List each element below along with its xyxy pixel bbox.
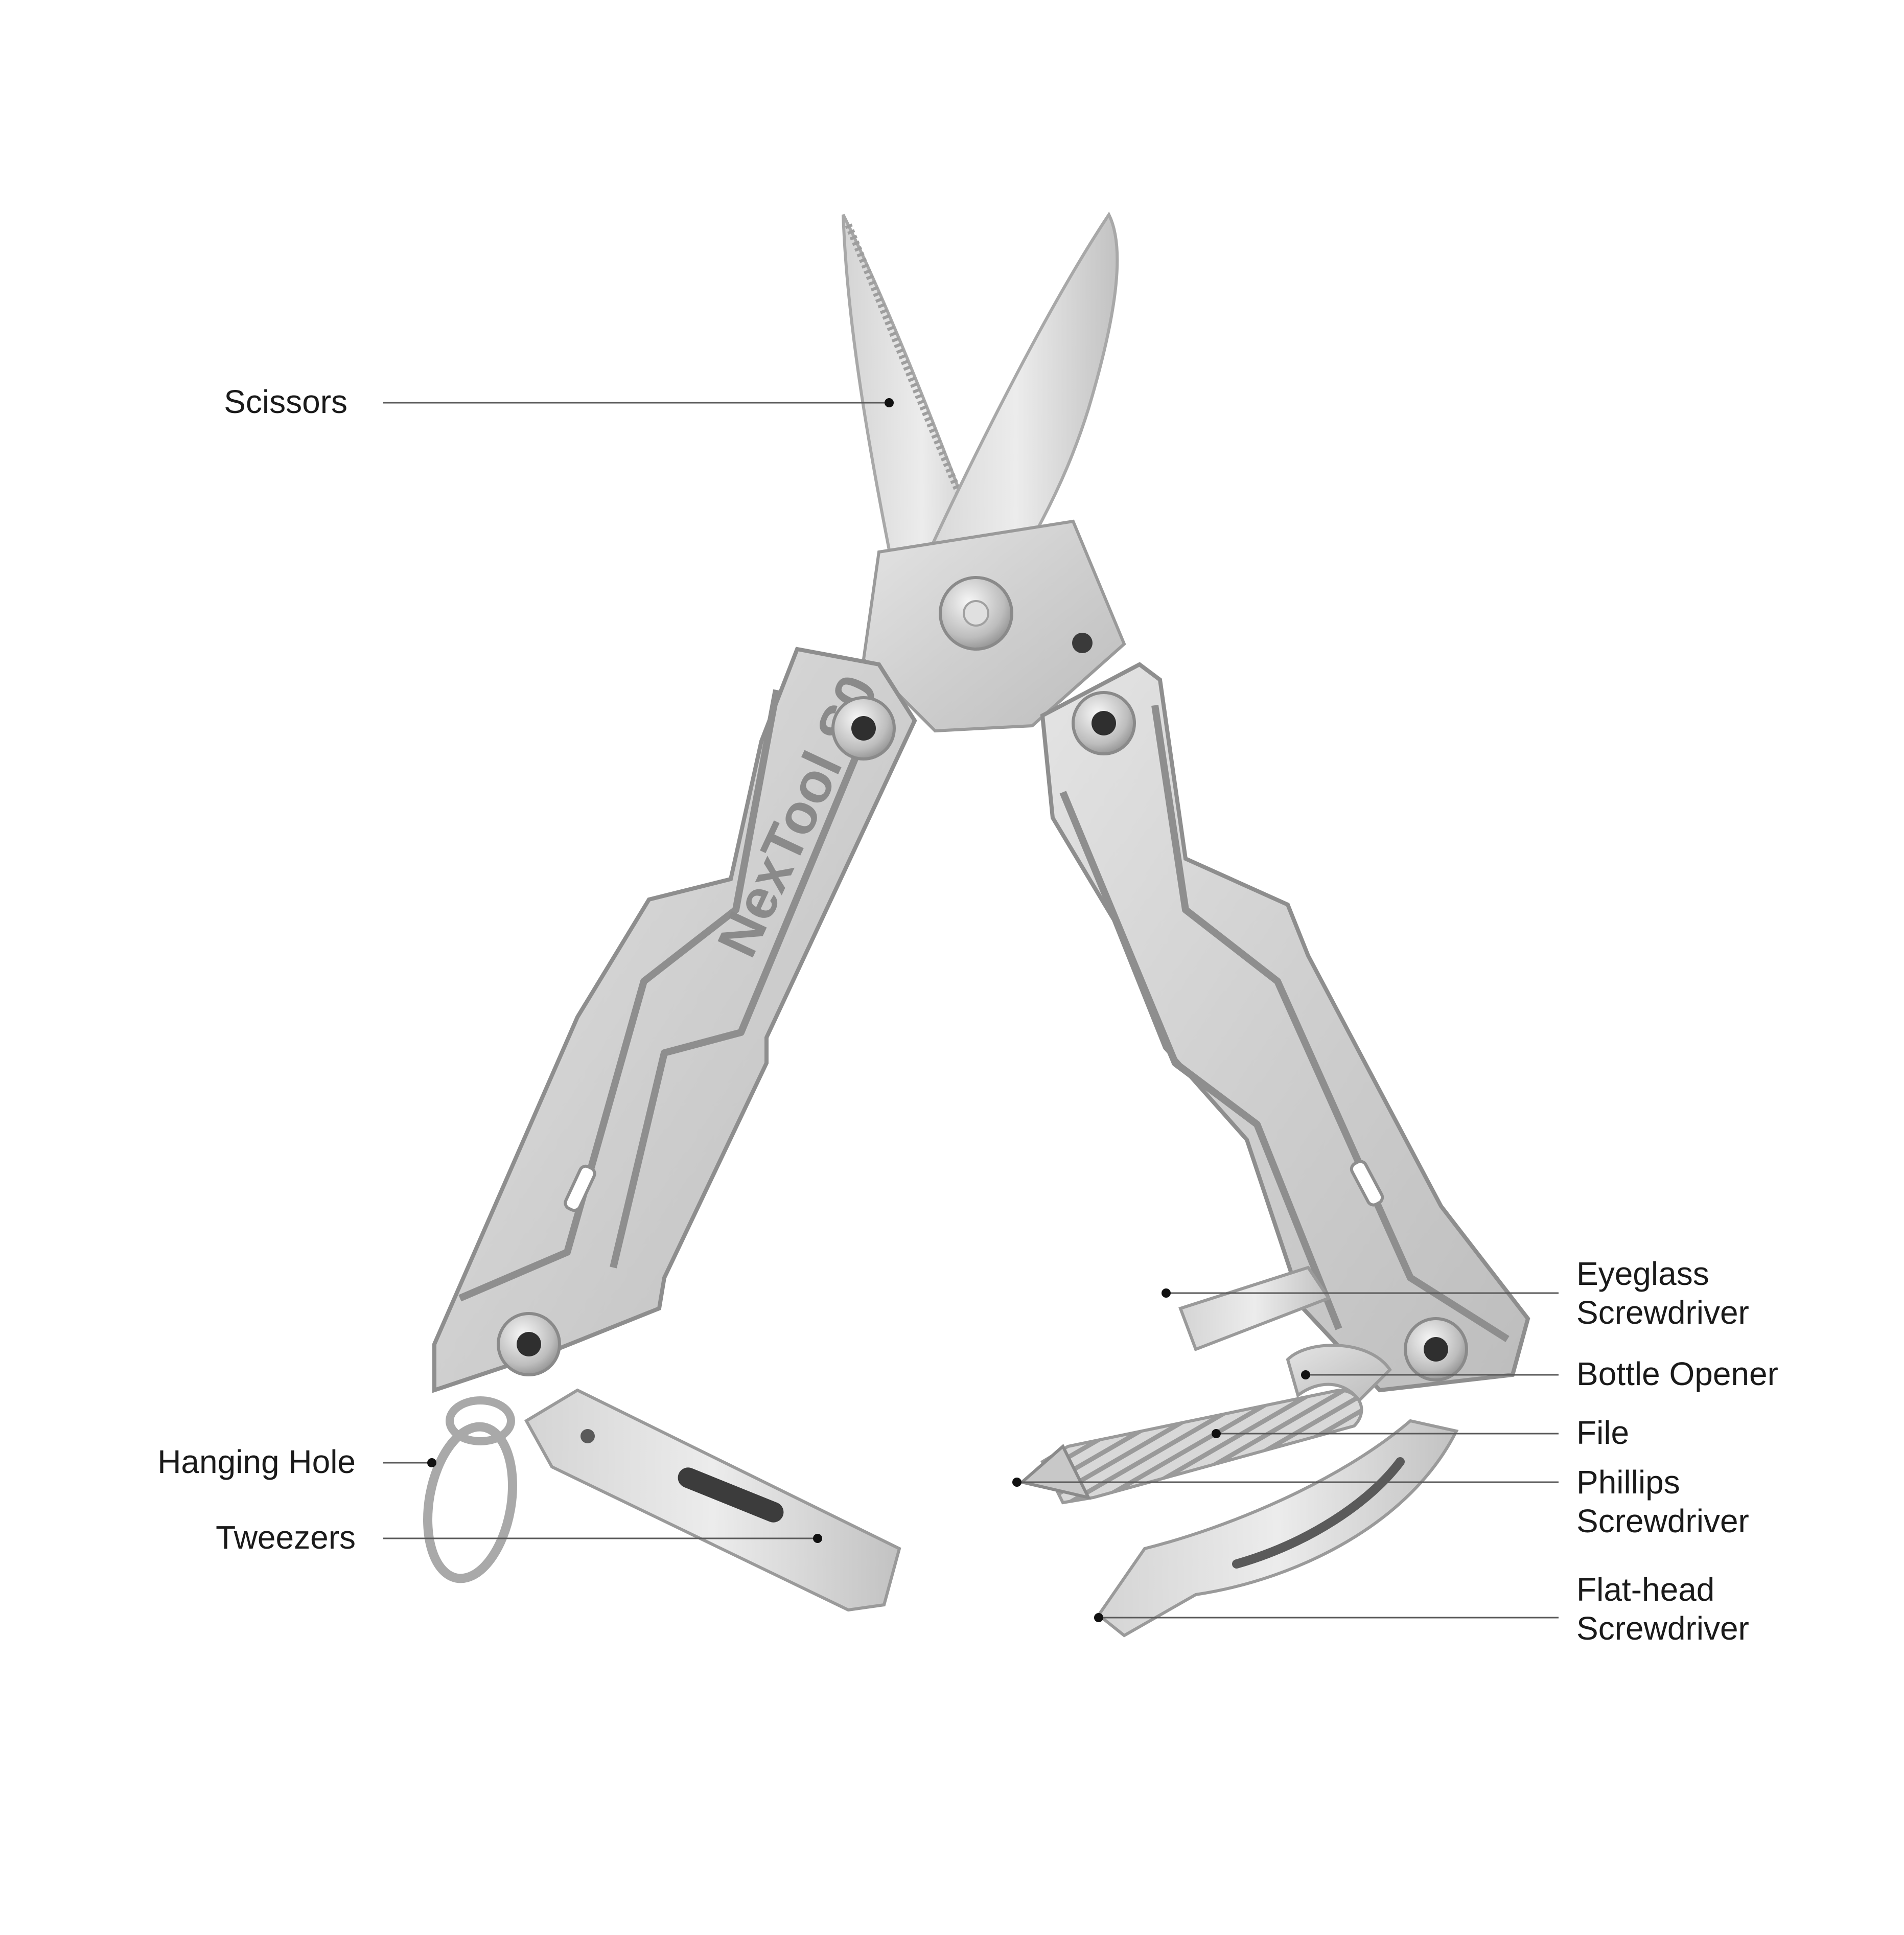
label-flat-head-screwdriver: Flat-head Screwdriver [1576,1570,1749,1648]
label-tweezers: Tweezers [216,1518,356,1557]
label-file-text: File [1576,1414,1630,1451]
label-flat-head-screwdriver-line1: Flat-head [1576,1571,1715,1608]
dot-flat-head-screwdriver [1094,1613,1103,1622]
tweezers-tool [524,1388,901,1612]
label-phillips-screwdriver-line1: Phillips [1576,1464,1680,1501]
label-eyeglass-screwdriver: Eyeglass Screwdriver [1576,1254,1749,1332]
phillips-screwdriver-tip [1018,1444,1092,1500]
key-ring-inner [446,1396,515,1445]
right-handle-groove [1151,704,1510,1342]
right-upper-screw-head [1092,711,1116,735]
right-lower-screw-head [1424,1337,1448,1362]
right-handle-slot [1350,1160,1384,1207]
file-tool [1040,1388,1363,1505]
label-eyeglass-screwdriver-line2: Screwdriver [1576,1294,1749,1331]
right-tools [1018,1265,1459,1638]
tweezers-pin [581,1429,595,1443]
scissors-blades [842,212,1126,733]
label-phillips-screwdriver-line2: Screwdriver [1576,1503,1749,1539]
left-lower-screw-head [517,1332,541,1356]
label-bottle-opener: Bottle Opener [1576,1354,1778,1393]
right-handle-groove-inner [1059,791,1342,1330]
left-handle-groove-inner [610,724,872,1269]
label-tweezers-text: Tweezers [216,1519,356,1556]
dot-phillips-screwdriver [1012,1478,1021,1487]
dot-bottle-opener [1301,1370,1310,1379]
key-ring-outer [423,1422,517,1583]
scissor-serration [845,223,974,523]
pivot-hole [1072,633,1093,653]
left-handle-slot [564,1164,596,1212]
label-file: File [1576,1413,1629,1452]
dot-eyeglass-screwdriver [1162,1288,1171,1298]
left-handle-groove [458,689,780,1302]
eyeglass-screwdriver-tool [1178,1265,1331,1351]
dot-hanging-hole [427,1458,436,1467]
label-phillips-screwdriver: Phillips Screwdriver [1576,1463,1749,1540]
right-handle [1040,662,1530,1393]
left-upper-screw-head [851,716,876,741]
flat-head-screwdriver-tool [1096,1419,1459,1638]
label-hanging-hole: Hanging Hole [157,1442,356,1481]
dot-tweezers [813,1534,822,1543]
leader-lines [383,398,1559,1622]
dot-file [1212,1429,1221,1438]
label-hanging-hole-text: Hanging Hole [157,1443,356,1480]
dot-scissors [885,398,894,407]
label-eyeglass-screwdriver-line1: Eyeglass [1576,1255,1709,1292]
key-ring [423,1396,517,1583]
bottle-opener-tool [1286,1344,1392,1403]
flat-head-slot [1232,1457,1405,1569]
label-bottle-opener-text: Bottle Opener [1576,1355,1778,1392]
pivot-screw-center [963,600,989,627]
label-scissors-text: Scissors [224,383,347,420]
tweezers-slot [678,1467,784,1523]
label-flat-head-screwdriver-line2: Screwdriver [1576,1610,1749,1647]
label-scissors: Scissors [224,382,347,421]
left-handle: NexTool S0 [432,647,917,1393]
tweezers-body [524,1388,901,1612]
